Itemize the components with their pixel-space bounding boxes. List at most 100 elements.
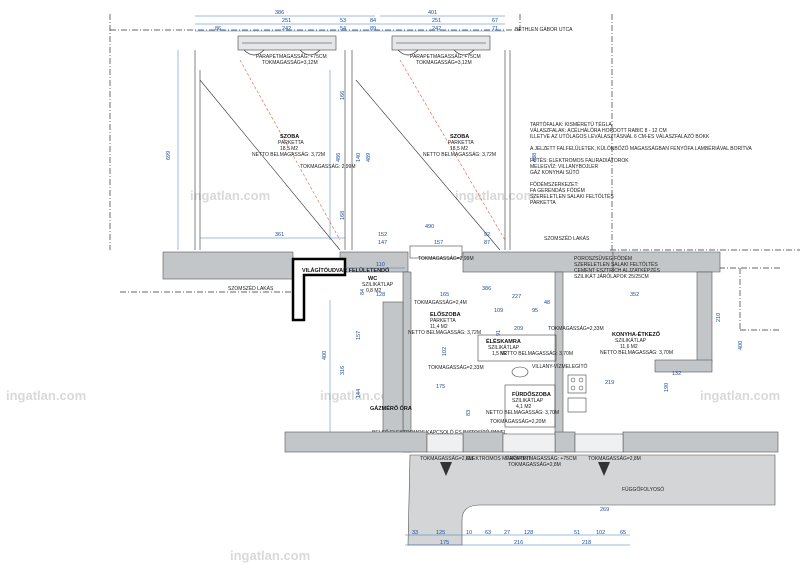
svg-text:SZERELETLEN SALAKI FELTÖLTÉS: SZERELETLEN SALAKI FELTÖLTÉS [530, 193, 614, 200]
svg-text:242: 242 [432, 26, 441, 32]
svg-text:KONYHA-ÉTKEZŐ: KONYHA-ÉTKEZŐ [612, 330, 661, 338]
window-label: TOKMAGASSÁG=3,12M [262, 59, 318, 66]
svg-text:400: 400 [738, 341, 744, 350]
electric-panel-label: BELSŐ ELEKTROMOS KAPCSOLÓ ÉS BIZTOSÍTÓ P… [372, 429, 507, 436]
svg-text:175: 175 [440, 540, 449, 546]
window-1 [237, 35, 337, 56]
svg-text:63: 63 [485, 530, 491, 536]
room-name: SZOBA [450, 134, 469, 140]
svg-text:NETTO BELMAGASSÁG: 3,70M: NETTO BELMAGASSÁG: 3,70M [486, 409, 559, 416]
svg-text:316: 316 [340, 366, 346, 375]
svg-text:PARKETTA: PARKETTA [530, 200, 556, 206]
svg-text:TOKMAGASSÁG=2,8M: TOKMAGASSÁG=2,8M [420, 455, 473, 462]
door-height: TOKMAGASSÁG=2,20M [490, 418, 546, 425]
svg-text:TARTÓFALAK: KISMÉRETŰ TÉGLA: TARTÓFALAK: KISMÉRETŰ TÉGLA [530, 121, 612, 128]
svg-text:486: 486 [336, 153, 342, 162]
svg-text:190: 190 [664, 383, 670, 392]
svg-text:POROSZSÜVEG FÖDÉM: POROSZSÜVEG FÖDÉM [574, 255, 632, 262]
svg-text:51: 51 [574, 530, 580, 536]
svg-text:216: 216 [514, 540, 523, 546]
svg-text:352: 352 [630, 292, 639, 298]
watermark: ingatlan.com [6, 388, 86, 403]
svg-text:PARKETTA: PARKETTA [430, 318, 456, 324]
window-label: PARAPETMAGASSÁG: +75CM [256, 53, 327, 60]
svg-text:FA GERENDÁS FÖDÉM: FA GERENDÁS FÖDÉM [530, 187, 585, 194]
svg-text:166: 166 [340, 91, 346, 100]
svg-text:SZILIKÁTLAP: SZILIKÁTLAP [615, 337, 647, 344]
svg-text:89: 89 [370, 26, 376, 32]
svg-text:125: 125 [436, 530, 445, 536]
room-height: NETTO BELMAGASSÁG: 3,72M [423, 151, 496, 158]
dim-label: 110 [376, 262, 385, 268]
corridor: FÜGGŐFOLYOSÓ TOKMAGASSÁG=2,8M ELEKTROMOS… [407, 454, 776, 546]
svg-text:489: 489 [366, 153, 372, 162]
dim-label: 84 [360, 289, 366, 295]
gas-meter-label: GÁZMÉRŐ ÓRA [370, 404, 412, 412]
svg-text:VÁLASZFALAK: ACÉLHÁLÓRA HORDOT: VÁLASZFALAK: ACÉLHÁLÓRA HORDOTT RABIC 8 … [530, 127, 667, 134]
svg-text:FÜRDŐSZOBA: FÜRDŐSZOBA [512, 391, 551, 398]
wc-room: TOKMAGASSÁG=2,99M WC SZILIKÁTLAP 0,8 M2 [362, 245, 474, 294]
svg-text:33: 33 [412, 530, 418, 536]
kitchen-room: POROSZSÜVEG FÖDÉM SZERELETLEN SALAKI FEL… [567, 255, 744, 413]
room-name: SZOBA [280, 134, 299, 140]
svg-text:FÜGGŐFOLYOSÓ: FÜGGŐFOLYOSÓ [622, 486, 664, 493]
svg-text:227: 227 [512, 294, 521, 300]
svg-text:128: 128 [524, 530, 533, 536]
svg-text:NETTO BELMAGASSÁG: 3,72M: NETTO BELMAGASSÁG: 3,72M [408, 329, 481, 336]
room-floor: PARKETTA [448, 140, 474, 146]
svg-text:102: 102 [596, 530, 605, 536]
bottom-dimensions: 33 125 175 10 63 27 128 216 51 102 65 21… [405, 507, 630, 546]
room-area: 18,5 M2 [450, 146, 468, 152]
svg-text:175: 175 [436, 384, 445, 390]
svg-text:386: 386 [482, 286, 491, 292]
svg-text:251: 251 [282, 18, 291, 24]
window-2 [391, 35, 491, 56]
svg-text:209: 209 [514, 326, 523, 332]
svg-text:TOKMAGASSÁG=2,8M: TOKMAGASSÁG=2,8M [508, 461, 561, 468]
watermark: ingatlan.com [320, 388, 400, 403]
svg-text:MELEGVÍZ: VILLANYBOJLER: MELEGVÍZ: VILLANYBOJLER [530, 163, 598, 170]
light-well-label: VILÁGÍTÓUDVAR FELÜLETENDÓ [302, 266, 390, 274]
street-label-top: BETHLEN GÁBOR UTCA [515, 26, 573, 33]
svg-text:400: 400 [322, 351, 328, 360]
svg-text:71: 71 [492, 26, 498, 32]
svg-text:87: 87 [484, 240, 490, 246]
pantry-room: ÉLÉSKAMRA SZILIKÁTLAP 1,5 M2 NETTO BELMA… [477, 334, 573, 362]
door-height: TOKMAGASSÁG: 2,99M [300, 163, 355, 170]
top-dimensions: 386 401 251 242 86 53 54 84 89 251 242 6… [195, 10, 505, 32]
svg-text:A JELZETT FALFELÜLETEK, KÜLÖNB: A JELZETT FALFELÜLETEK, KÜLÖNBÖZŐ MAGASS… [530, 145, 752, 152]
window-label: PARAPETMAGASSÁG: +75CM [410, 53, 481, 60]
svg-text:157: 157 [434, 240, 443, 246]
svg-text:140: 140 [356, 153, 362, 162]
svg-text:27: 27 [504, 530, 510, 536]
svg-text:84: 84 [370, 18, 376, 24]
svg-text:488: 488 [532, 153, 538, 162]
door-height: TOKMAGASSÁG=2,33M [428, 364, 484, 371]
svg-text:490: 490 [425, 224, 434, 230]
svg-text:TOKMAGASSÁG=2,99M: TOKMAGASSÁG=2,99M [418, 255, 474, 262]
svg-text:102: 102 [442, 347, 448, 356]
svg-text:10: 10 [466, 530, 472, 536]
svg-text:157: 157 [356, 331, 362, 340]
svg-text:67: 67 [492, 18, 498, 24]
upper-walls [194, 50, 511, 251]
svg-text:WC: WC [368, 276, 377, 282]
hall-room: TOKMAGASSÁG=2,4M ELŐSZOBA PARKETTA 11,4 … [408, 286, 639, 336]
room-floor: PARKETTA [278, 140, 304, 146]
svg-text:SZILIKÁT JÁRÓLAPOK 25/25CM: SZILIKÁT JÁRÓLAPOK 25/25CM [574, 273, 649, 280]
svg-text:92: 92 [484, 232, 490, 238]
neighbor-label: SZOMSZÉD LAKÁS [544, 235, 590, 242]
window-label: TOKMAGASSÁG=3,12M [416, 59, 472, 66]
mid-wall-band [162, 251, 721, 453]
svg-text:SZERELETLEN SALAKI FELTÖLTÉS: SZERELETLEN SALAKI FELTÖLTÉS [574, 261, 658, 268]
svg-text:GÁZ KONYHAI SÜTŐ: GÁZ KONYHAI SÜTŐ [530, 169, 580, 176]
svg-text:SZILIKÁTLAP: SZILIKÁTLAP [362, 281, 394, 288]
svg-text:86: 86 [215, 26, 221, 32]
svg-text:83: 83 [466, 410, 472, 416]
mid-horizontal-dimensions: 361 152 147 490 157 92 87 [200, 224, 490, 246]
svg-text:54: 54 [340, 26, 346, 32]
svg-text:1,5 M2: 1,5 M2 [492, 351, 508, 357]
watermark: ingatlan.com [700, 388, 780, 403]
svg-text:FÖDÉMSZERKEZET:: FÖDÉMSZERKEZET: [530, 181, 578, 188]
